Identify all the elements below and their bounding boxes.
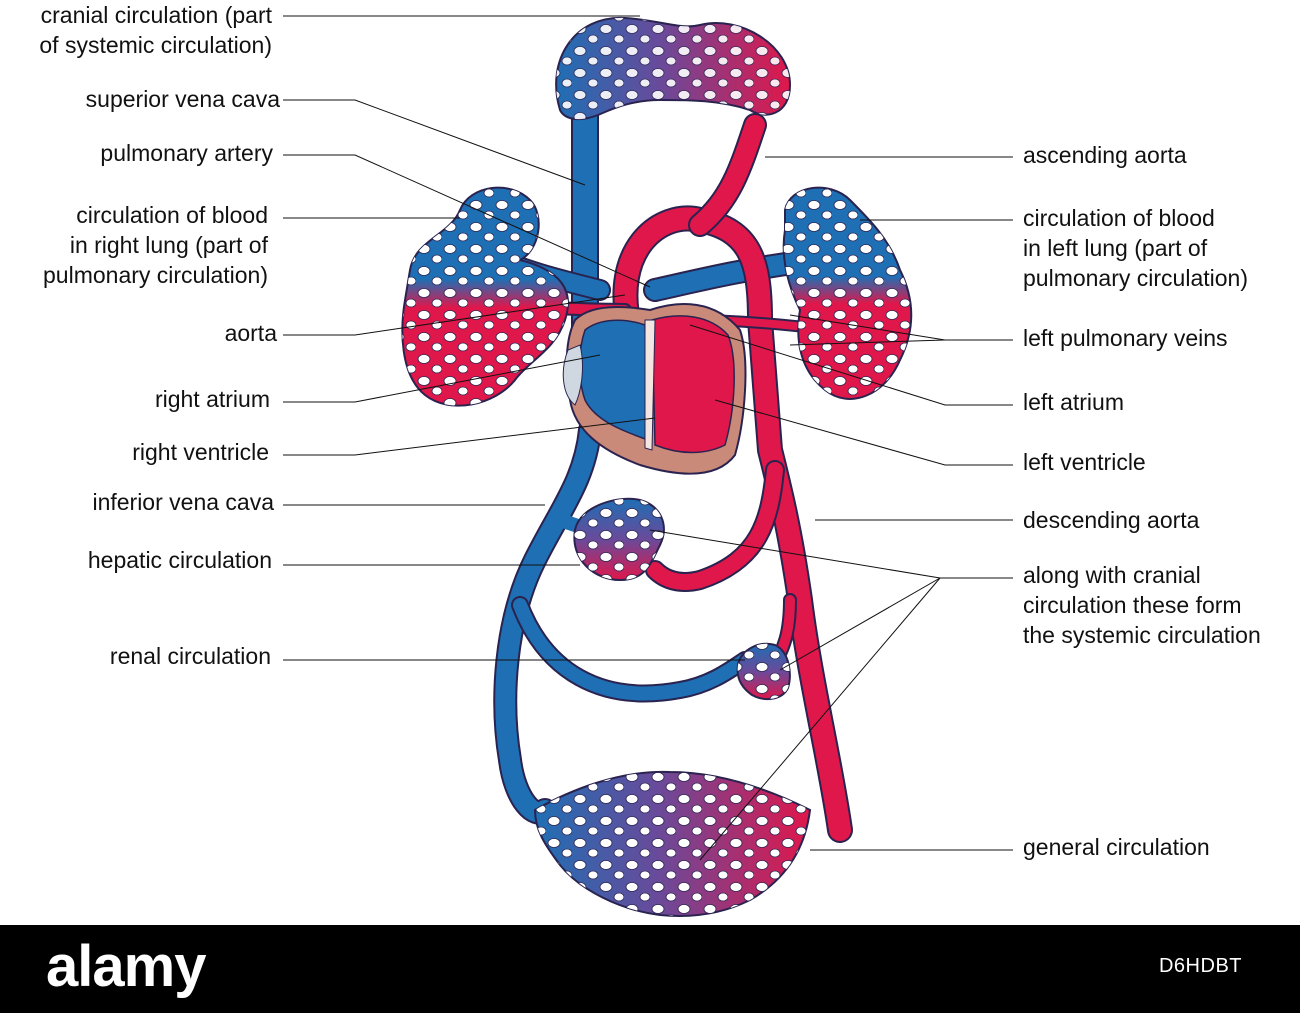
watermark-footer: alamy D6HDBT bbox=[0, 925, 1300, 1013]
label-inferior-vena-cava: inferior vena cava bbox=[92, 489, 274, 515]
label-hepatic-circulation: hepatic circulation bbox=[87, 547, 272, 573]
label-descending-aorta: descending aorta bbox=[1023, 507, 1200, 533]
label-left-atrium: left atrium bbox=[1023, 389, 1124, 415]
label-right-atrium: right atrium bbox=[154, 386, 270, 412]
label-ascending-aorta: ascending aorta bbox=[1023, 142, 1187, 168]
label-left-ventricle: left ventricle bbox=[1023, 449, 1146, 475]
label-renal-circulation: renal circulation bbox=[109, 643, 271, 669]
label-general-circulation: general circulation bbox=[1023, 834, 1210, 860]
label-cranial-circulation: cranial circulation (part of systemic ci… bbox=[39, 2, 272, 58]
label-aorta: aorta bbox=[224, 320, 277, 346]
leader-lines bbox=[283, 15, 1013, 861]
image-id: D6HDBT bbox=[1158, 955, 1242, 977]
label-left-lung-circulation: circulation of blood in left lung (part … bbox=[1023, 205, 1248, 291]
right-lung-network bbox=[401, 186, 569, 407]
hepatic-network bbox=[573, 497, 665, 582]
circulation-diagram: cranial circulation (part of systemic ci… bbox=[39, 2, 1261, 918]
label-left-pulmonary-veins: left pulmonary veins bbox=[1023, 325, 1228, 351]
circulatory-system-illustration bbox=[283, 15, 1013, 918]
label-right-ventricle: right ventricle bbox=[132, 439, 269, 465]
label-superior-vena-cava: superior vena cava bbox=[85, 86, 280, 112]
renal-network bbox=[736, 642, 791, 701]
label-systemic-circulation: along with cranial circulation these for… bbox=[1023, 562, 1261, 648]
general-network bbox=[533, 770, 812, 918]
label-right-lung-circulation: circulation of blood in right lung (part… bbox=[43, 202, 268, 288]
left-lung-network bbox=[782, 186, 913, 400]
label-pulmonary-artery: pulmonary artery bbox=[100, 140, 273, 166]
brand-logo: alamy bbox=[46, 934, 206, 999]
heart bbox=[562, 303, 747, 475]
cranial-network bbox=[555, 16, 792, 121]
